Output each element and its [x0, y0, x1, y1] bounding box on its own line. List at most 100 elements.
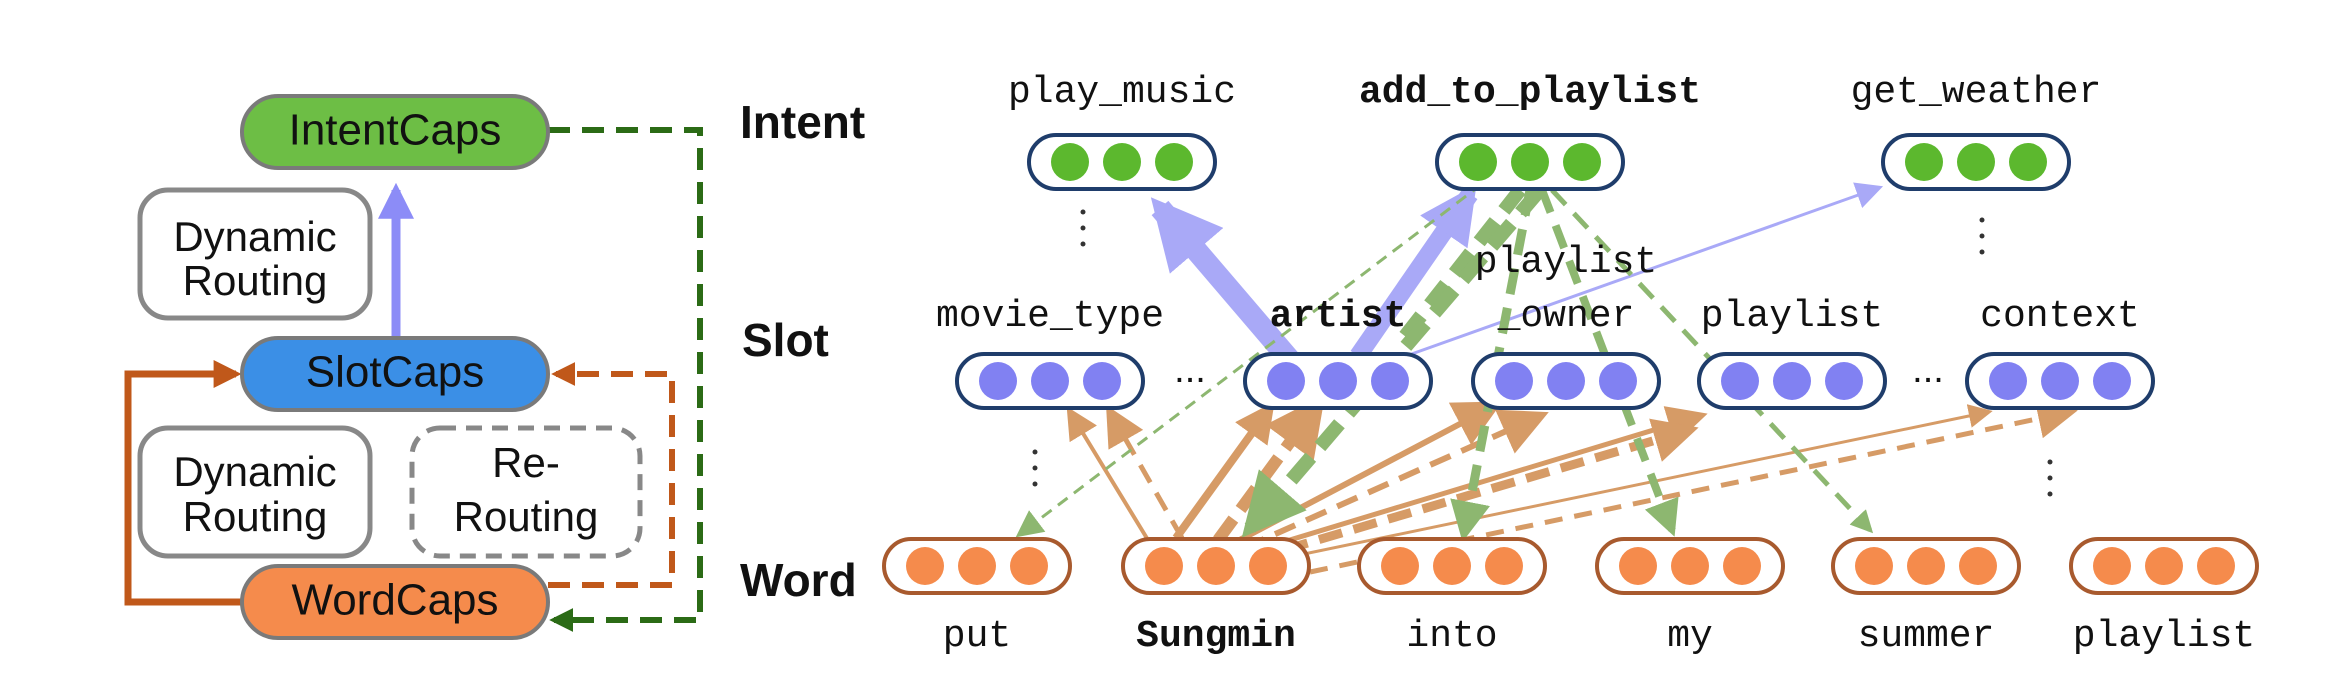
slot-capsule-5-neuron-3	[2093, 362, 2131, 400]
vdot-slot-right-2	[2047, 475, 2053, 481]
slot-capsule-4-neuron-3	[1825, 362, 1863, 400]
word-capsule-6-neuron-1	[2093, 547, 2131, 585]
dynamic-routing-loop	[124, 360, 242, 606]
word-capsule-4	[1595, 537, 1785, 595]
dynamic-routing-top-box	[137, 187, 373, 321]
slot-capsule-2-neuron-3	[1371, 362, 1409, 400]
slot-capsule-1-neuron-1	[979, 362, 1017, 400]
ellipsis-slot-2: ...	[1912, 349, 1944, 391]
intent-capsule-2-neuron-3	[1563, 143, 1601, 181]
intent-capsule-3-neuron-2	[1957, 143, 1995, 181]
word-capsule-1	[882, 537, 1072, 595]
rerouting-line2: Routing	[454, 493, 599, 540]
slot-capsule-4-neuron-1	[1721, 362, 1759, 400]
slot-capsule-3-neuron-1	[1495, 362, 1533, 400]
slot-capsule-2-neuron-1	[1267, 362, 1305, 400]
ellipses: ... ...	[1174, 349, 1944, 391]
arrow-intent-my	[1538, 188, 1679, 537]
word-label-6: playlist	[2073, 615, 2255, 658]
intent-label-2: add_to_playlist	[1359, 71, 1701, 114]
ellipsis-slot-1: ...	[1174, 349, 1206, 391]
vdot-slot-left-2	[1032, 465, 1038, 471]
word-label-3: into	[1406, 615, 1497, 658]
slot-capsule-3	[1471, 352, 1661, 410]
word-capsule-2-neuron-2	[1197, 547, 1235, 585]
slot-capsule-1	[955, 352, 1145, 410]
word-capsule-1-neuron-2	[958, 547, 996, 585]
intent-feedback-loop	[548, 127, 703, 632]
word-capsule-6	[2069, 537, 2259, 595]
word-capsule-5-neuron-3	[1959, 547, 1997, 585]
intent-label-1: play_music	[1008, 71, 1236, 114]
word-capsule-1-neuron-1	[906, 547, 944, 585]
row-label-slot: Slot	[742, 314, 829, 366]
intent-capsule-1-neuron-1	[1051, 143, 1089, 181]
dynamic-routing-bottom-line1: Dynamic	[173, 448, 336, 495]
slot-caps-pill	[240, 336, 550, 412]
vdot-intent-left-1	[1080, 209, 1086, 215]
intent-capsule-3	[1881, 133, 2071, 191]
word-label-5: summer	[1858, 615, 1995, 658]
slot-label-5-line-1: context	[1980, 295, 2140, 338]
intent-capsule-2-neuron-1	[1459, 143, 1497, 181]
word-capsule-2-neuron-3	[1249, 547, 1287, 585]
arrow-put-movie-type	[1066, 406, 1150, 542]
rerouting-line1: Re-	[492, 439, 560, 486]
intent-capsule-1	[1027, 133, 1217, 191]
word-row: put Sungmin into my summer playlist	[882, 537, 2259, 658]
dynamic-routing-bottom-line2: Routing	[183, 493, 328, 540]
arrow-intent-artist	[1396, 185, 1526, 345]
dynamic-routing-top-line1: Dynamic	[173, 213, 336, 260]
intent-capsule-1-neuron-2	[1103, 143, 1141, 181]
slot-caps-label: SlotCaps	[306, 348, 485, 397]
dynamic-routing-bottom-box	[137, 425, 373, 559]
vdot-intent-right-1	[1979, 217, 1985, 223]
word-capsule-5	[1831, 537, 2021, 595]
word-label-1: put	[943, 615, 1011, 658]
row-label-intent: Intent	[740, 96, 865, 148]
vdot-intent-left-3	[1080, 241, 1086, 247]
slot-capsule-5-neuron-2	[2041, 362, 2079, 400]
intent-capsule-3-neuron-1	[1905, 143, 1943, 181]
vdot-intent-right-2	[1979, 233, 1985, 239]
word-capsule-4-neuron-2	[1671, 547, 1709, 585]
slot-label-1-line-1: movie_type	[936, 295, 1164, 338]
word-capsule-3	[1357, 537, 1547, 595]
word-capsule-5-neuron-2	[1907, 547, 1945, 585]
intent-capsule-2-neuron-2	[1511, 143, 1549, 181]
row-labels: Intent Slot Word	[740, 96, 865, 606]
word-capsule-4-neuron-1	[1619, 547, 1657, 585]
slot-capsule-5-neuron-1	[1989, 362, 2027, 400]
word-capsule-3-neuron-1	[1381, 547, 1419, 585]
word-label-2: Sungmin	[1136, 615, 1296, 658]
vdot-intent-right-3	[1979, 249, 1985, 255]
word-caps-label: WordCaps	[291, 576, 498, 625]
slot-capsule-1-neuron-2	[1031, 362, 1069, 400]
arrow-artist-add-to-playlist	[1350, 184, 1478, 362]
word-capsule-3-neuron-2	[1433, 547, 1471, 585]
slot-capsule-4-neuron-2	[1773, 362, 1811, 400]
slot-capsule-3-neuron-3	[1599, 362, 1637, 400]
word-label-4: my	[1667, 615, 1713, 658]
slot-label-3-line-2: _owner	[1497, 295, 1635, 338]
word-capsule-6-neuron-2	[2145, 547, 2183, 585]
slot-capsule-3-neuron-2	[1547, 362, 1585, 400]
vdot-slot-right-3	[2047, 491, 2053, 497]
slot-capsule-2-neuron-2	[1319, 362, 1357, 400]
word-capsule-2-neuron-1	[1145, 547, 1183, 585]
intent-capsule-2	[1435, 133, 1625, 191]
slot-label-3-line-1: playlist	[1475, 241, 1657, 284]
slot-capsule-5	[1965, 352, 2155, 410]
rerouting-loop	[548, 362, 675, 588]
word-capsule-1-neuron-3	[1010, 547, 1048, 585]
intent-capsule-1-neuron-3	[1155, 143, 1193, 181]
arrow-sungmin-movie-type	[1106, 405, 1185, 540]
slot-row: movie_type artist playlist _owner playlist co…	[936, 241, 2155, 410]
slot-label-2-line-1: artist	[1270, 295, 1407, 338]
slot-label-4-line-1: playlist	[1701, 295, 1883, 338]
word-capsule-5-neuron-1	[1855, 547, 1893, 585]
word-caps-pill	[240, 564, 550, 640]
left-panel: Dynamic Routing Dynamic Routing Re- Rout…	[124, 94, 703, 640]
